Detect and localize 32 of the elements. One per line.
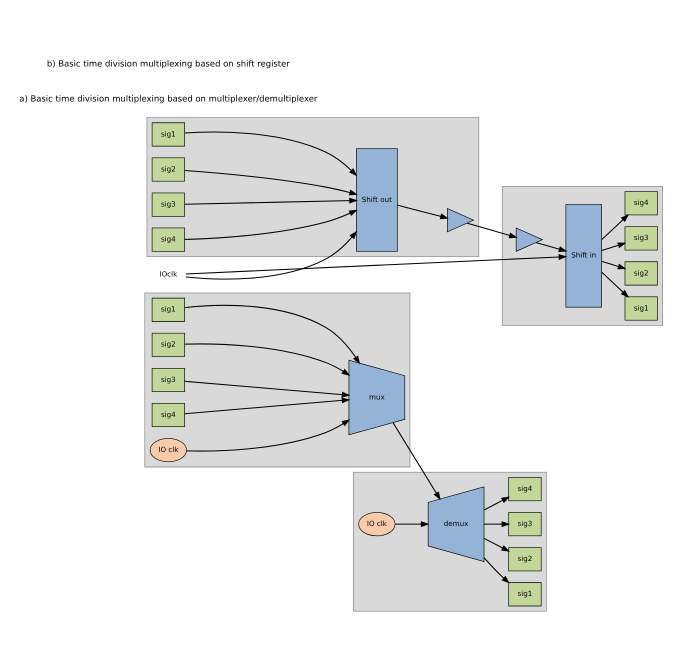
cluster bbox=[352, 472, 547, 612]
arrow bbox=[602, 260, 626, 270]
cluster bbox=[502, 186, 663, 326]
arrow bbox=[184, 210, 358, 240]
arrow bbox=[602, 242, 626, 251]
arrow bbox=[466, 222, 518, 238]
arrow bbox=[397, 204, 449, 220]
arrow bbox=[395, 521, 430, 528]
arrow bbox=[186, 254, 568, 274]
cluster bbox=[144, 292, 410, 468]
arrow bbox=[601, 214, 630, 240]
arrow bbox=[484, 496, 510, 510]
node-triangle bbox=[447, 208, 474, 232]
arrow bbox=[484, 521, 510, 528]
arrow bbox=[536, 242, 568, 252]
label: a) Basic time division multiplexing based on multiplexer/demultiplexer bbox=[19, 94, 318, 104]
arrow bbox=[601, 272, 630, 298]
arrow bbox=[184, 397, 350, 414]
arrow bbox=[484, 538, 510, 552]
arrow bbox=[184, 198, 358, 205]
arrow bbox=[184, 170, 358, 196]
arrow bbox=[484, 558, 510, 584]
arrow bbox=[186, 419, 350, 452]
arrow bbox=[392, 422, 441, 500]
arrow bbox=[184, 132, 358, 176]
node-triangle bbox=[516, 227, 544, 252]
arrow bbox=[184, 380, 350, 398]
label: b) Basic time division multiplexing based on shift register bbox=[46, 58, 290, 68]
cluster bbox=[146, 117, 480, 257]
arrow bbox=[184, 304, 360, 364]
arrow bbox=[186, 230, 358, 280]
arrow bbox=[184, 343, 350, 376]
